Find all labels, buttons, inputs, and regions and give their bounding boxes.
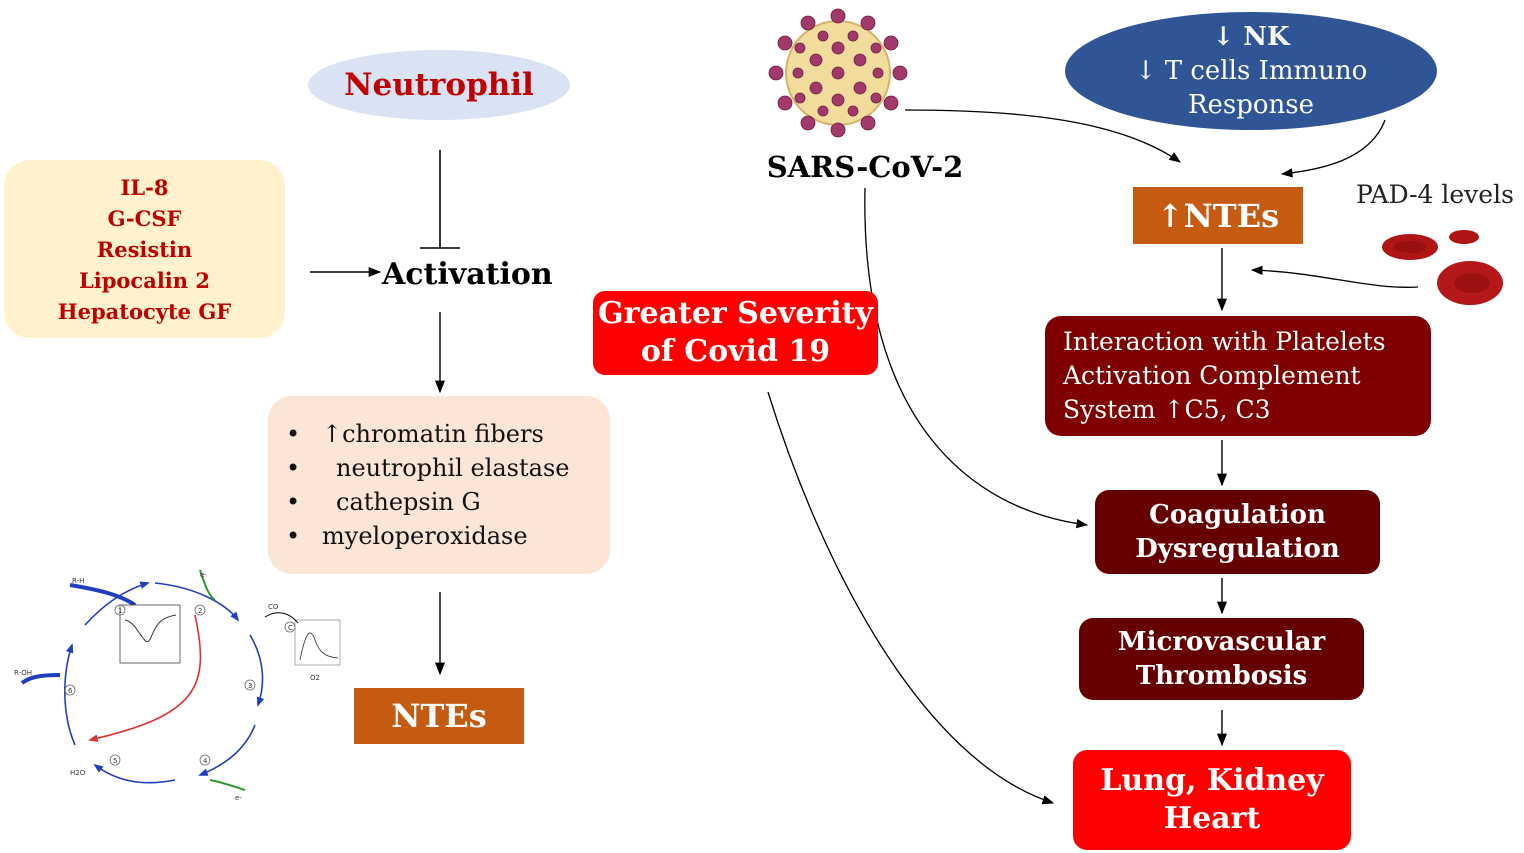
- severity-line: of Covid 19: [640, 334, 831, 369]
- nets-label: NTEs: [391, 697, 487, 735]
- platelet-line: Activation Complement: [1063, 361, 1361, 390]
- bullet: •: [286, 488, 301, 516]
- mediator-item: Resistin: [96, 236, 193, 262]
- thrombosis-node: Microvascular Thrombosis: [1079, 618, 1364, 700]
- organs-line: Heart: [1163, 801, 1261, 836]
- severity-node: Greater Severity of Covid 19: [593, 291, 878, 375]
- virus-label-box: SARS-CoV-2: [760, 145, 970, 189]
- virus-label: SARS-CoV-2: [766, 150, 964, 184]
- immune-line: ↓ NK: [1212, 22, 1290, 52]
- immune-response-node: ↓ NK ↓ T cells Immuno Response: [1065, 12, 1437, 130]
- mediator-item: Lipocalin 2: [79, 267, 210, 293]
- pad4-to-nets-arrow: [1250, 265, 1419, 288]
- red-blood-cells-icon: [1382, 230, 1503, 305]
- cycle-label: R-OH: [14, 669, 32, 677]
- cycle-step: 5: [113, 757, 117, 765]
- cycle-label: O2: [310, 674, 320, 682]
- cycle-step: C: [288, 624, 293, 632]
- pad4-label: PAD-4 levels: [1356, 179, 1514, 209]
- platelet-interaction-node: Interaction with Platelets Activation Co…: [1045, 316, 1431, 436]
- organs-node: Lung, Kidney Heart: [1073, 750, 1351, 850]
- cycle-step: 1: [118, 607, 122, 615]
- platelet-line: System ↑C5, C3: [1063, 395, 1271, 424]
- nets-right-node: ↑NTEs: [1133, 187, 1303, 244]
- immune-to-nets-arrow: [1280, 119, 1386, 178]
- cycle-step: 3: [248, 682, 252, 690]
- mediators-box: IL-8 G-CSF Resistin Lipocalin 2 Hepatocy…: [4, 160, 285, 338]
- virus-to-nets-arrow: [904, 109, 1181, 163]
- immune-line: ↓ T cells Immuno: [1134, 56, 1368, 86]
- bullet: •: [286, 522, 301, 550]
- severity-to-organs-arrow: [767, 391, 1055, 805]
- nets-left-node: NTEs: [354, 688, 524, 744]
- inhibit-connector: [420, 150, 460, 249]
- activation-label: Activation: [382, 256, 553, 292]
- neutrophil-label: Neutrophil: [344, 67, 534, 103]
- coagulation-node: Coagulation Dysregulation: [1095, 490, 1380, 574]
- coagulation-line: Coagulation: [1149, 500, 1326, 530]
- activation-node: Activation: [382, 252, 553, 296]
- immune-line: Response: [1187, 90, 1315, 120]
- severity-line: Greater Severity: [598, 296, 873, 331]
- coagulation-line: Dysregulation: [1135, 534, 1340, 564]
- mediator-item: IL-8: [120, 174, 169, 200]
- cycle-label: CO: [268, 603, 279, 611]
- cycle-step: 4: [203, 757, 208, 765]
- platelet-line: Interaction with Platelets: [1063, 327, 1386, 356]
- list-item: •myeloperoxidase: [286, 519, 610, 553]
- list-item: •neutrophil elastase: [286, 451, 610, 485]
- cycle-label: e-: [200, 571, 207, 579]
- catalytic-cycle-figure: R-H R-OH CO O2 e- e- H2O 1 2 3 4 5 6 C: [14, 569, 341, 802]
- cycle-label: e-: [235, 794, 242, 802]
- cycle-step: 6: [68, 687, 73, 695]
- virus-to-coagulation-arrow: [864, 187, 1089, 529]
- bullet: •: [286, 454, 301, 482]
- pad4-label-box: PAD-4 levels: [1356, 176, 1524, 212]
- bullet: •: [286, 420, 301, 448]
- cycle-label: H2O: [70, 769, 86, 777]
- net-contents-list: •↑chromatin fibers •neutrophil elastase …: [286, 417, 610, 553]
- organs-line: Lung, Kidney: [1100, 763, 1324, 798]
- thrombosis-line: Thrombosis: [1135, 661, 1308, 691]
- cycle-step: 2: [198, 607, 202, 615]
- mediator-item: G-CSF: [107, 205, 182, 231]
- list-item: •cathepsin G: [286, 485, 610, 519]
- neutrophil-node: Neutrophil: [308, 50, 570, 120]
- net-contents-box: •↑chromatin fibers •neutrophil elastase …: [268, 396, 610, 574]
- mediator-item: Hepatocyte GF: [57, 298, 232, 324]
- nets-label: ↑NTEs: [1156, 196, 1280, 235]
- list-item: •↑chromatin fibers: [286, 417, 610, 451]
- thrombosis-line: Microvascular: [1117, 627, 1326, 657]
- virus-icon: [768, 8, 908, 138]
- cycle-label: R-H: [72, 577, 84, 585]
